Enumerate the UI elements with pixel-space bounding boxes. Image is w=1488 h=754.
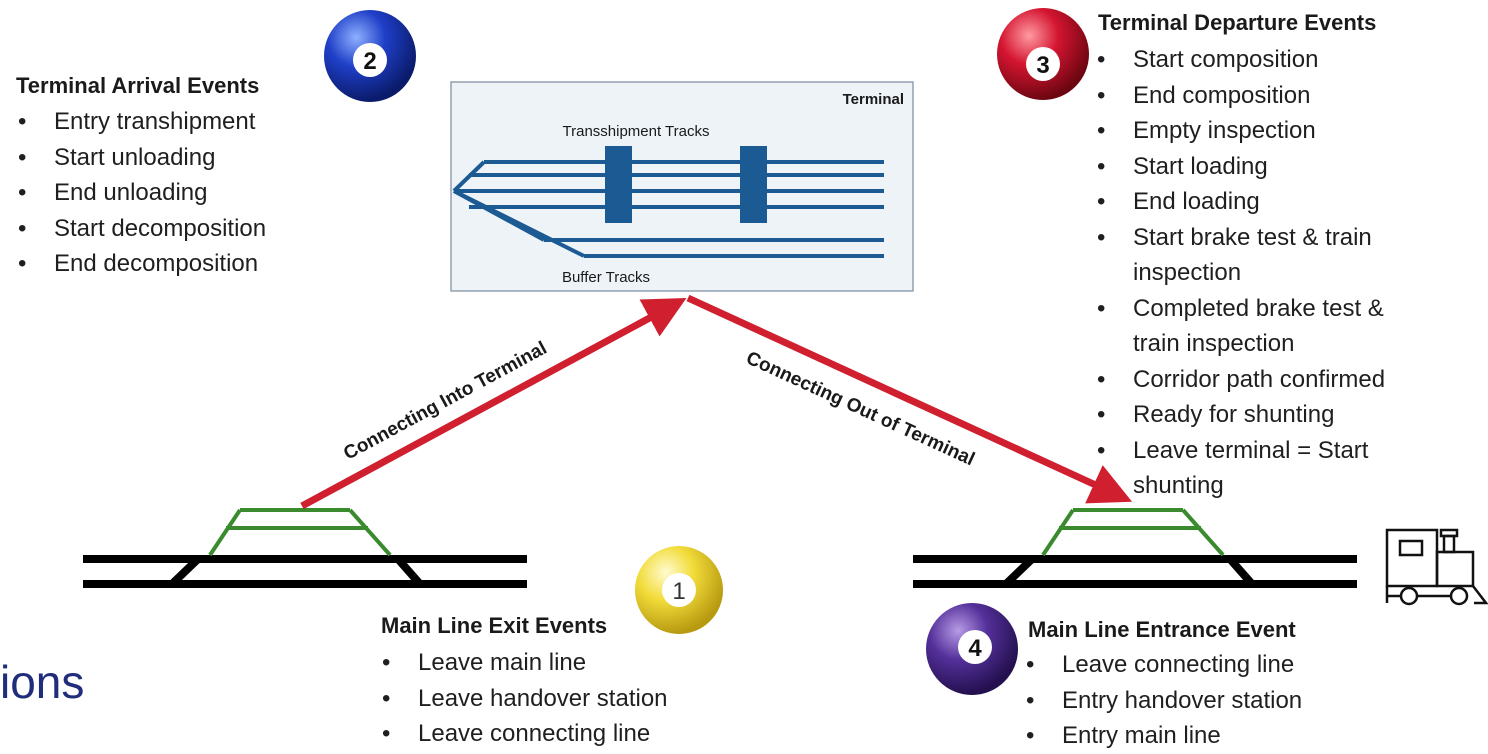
list-item: Start composition (1093, 42, 1433, 78)
list-item: Start decomposition (14, 211, 266, 247)
handover-station-left (83, 508, 527, 588)
event-ball-3: 3 (997, 8, 1089, 100)
group-2-title: Terminal Arrival Events (16, 73, 260, 98)
list-item: Entry handover station (1022, 683, 1302, 719)
transshipment-tracks-label: Transshipment Tracks (563, 123, 710, 140)
group-4-title: Main Line Entrance Event (1028, 617, 1296, 642)
transshipment-crane-1 (605, 146, 632, 223)
list-item: Corridor path confirmed (1093, 362, 1433, 398)
group-3-list: Start composition End composition Empty … (1093, 42, 1433, 504)
slide-title-fragment: ions (0, 656, 85, 708)
event-ball-2-number: 2 (363, 48, 376, 75)
terminal-tracks (452, 160, 884, 258)
list-item: Entry main line (1022, 718, 1302, 754)
group-2-list: Entry transhipment Start unloading End u… (14, 104, 266, 282)
list-item: End loading (1093, 184, 1433, 220)
event-ball-1-number: 1 (672, 578, 685, 605)
connecting-out-of-terminal-label: Connecting Out of Terminal (743, 348, 978, 471)
group-3-title: Terminal Departure Events (1098, 10, 1377, 35)
group-4-list: Leave connecting line Entry handover sta… (1022, 647, 1302, 754)
event-ball-3-number: 3 (1036, 52, 1049, 79)
event-ball-4-number: 4 (968, 635, 982, 662)
event-ball-2: 2 (324, 10, 416, 102)
list-item: Completed brake test & train inspection (1093, 291, 1423, 362)
transshipment-crane-2 (740, 146, 767, 223)
connecting-out-of-terminal-arrow (686, 294, 1133, 504)
list-item: Entry transhipment (14, 104, 266, 140)
connecting-into-terminal-arrow (300, 298, 687, 510)
list-item: Leave handover station (378, 681, 668, 717)
list-item: Leave main line (378, 645, 668, 681)
terminal-box: Terminal Transshipment Tracks Buffer Tra… (450, 81, 914, 292)
event-ball-4: 4 (926, 603, 1018, 695)
list-item: Leave connecting line (378, 716, 668, 752)
group-1-list: Leave main line Leave handover station L… (378, 645, 668, 752)
list-item: Start unloading (14, 140, 266, 176)
platform-right (1041, 508, 1225, 557)
list-item: Leave connecting line (1022, 647, 1302, 683)
terminal-label: Terminal (843, 91, 904, 108)
list-item: Ready for shunting (1093, 397, 1433, 433)
handover-station-right (913, 508, 1357, 588)
list-item: Empty inspection (1093, 113, 1433, 149)
event-ball-1: 1 (635, 546, 723, 634)
list-item: Leave terminal = Start shunting (1093, 433, 1393, 504)
locomotive-icon (1385, 528, 1488, 606)
list-item: Start brake test & train inspection (1093, 220, 1403, 291)
buffer-tracks-label: Buffer Tracks (562, 269, 650, 286)
group-1-title: Main Line Exit Events (381, 613, 608, 638)
list-item: End decomposition (14, 246, 266, 282)
list-item: Start loading (1093, 149, 1433, 185)
list-item: End unloading (14, 175, 266, 211)
list-item: End composition (1093, 78, 1433, 114)
connecting-into-terminal-label: Connecting Into Terminal (340, 338, 550, 465)
platform-left (208, 508, 392, 557)
